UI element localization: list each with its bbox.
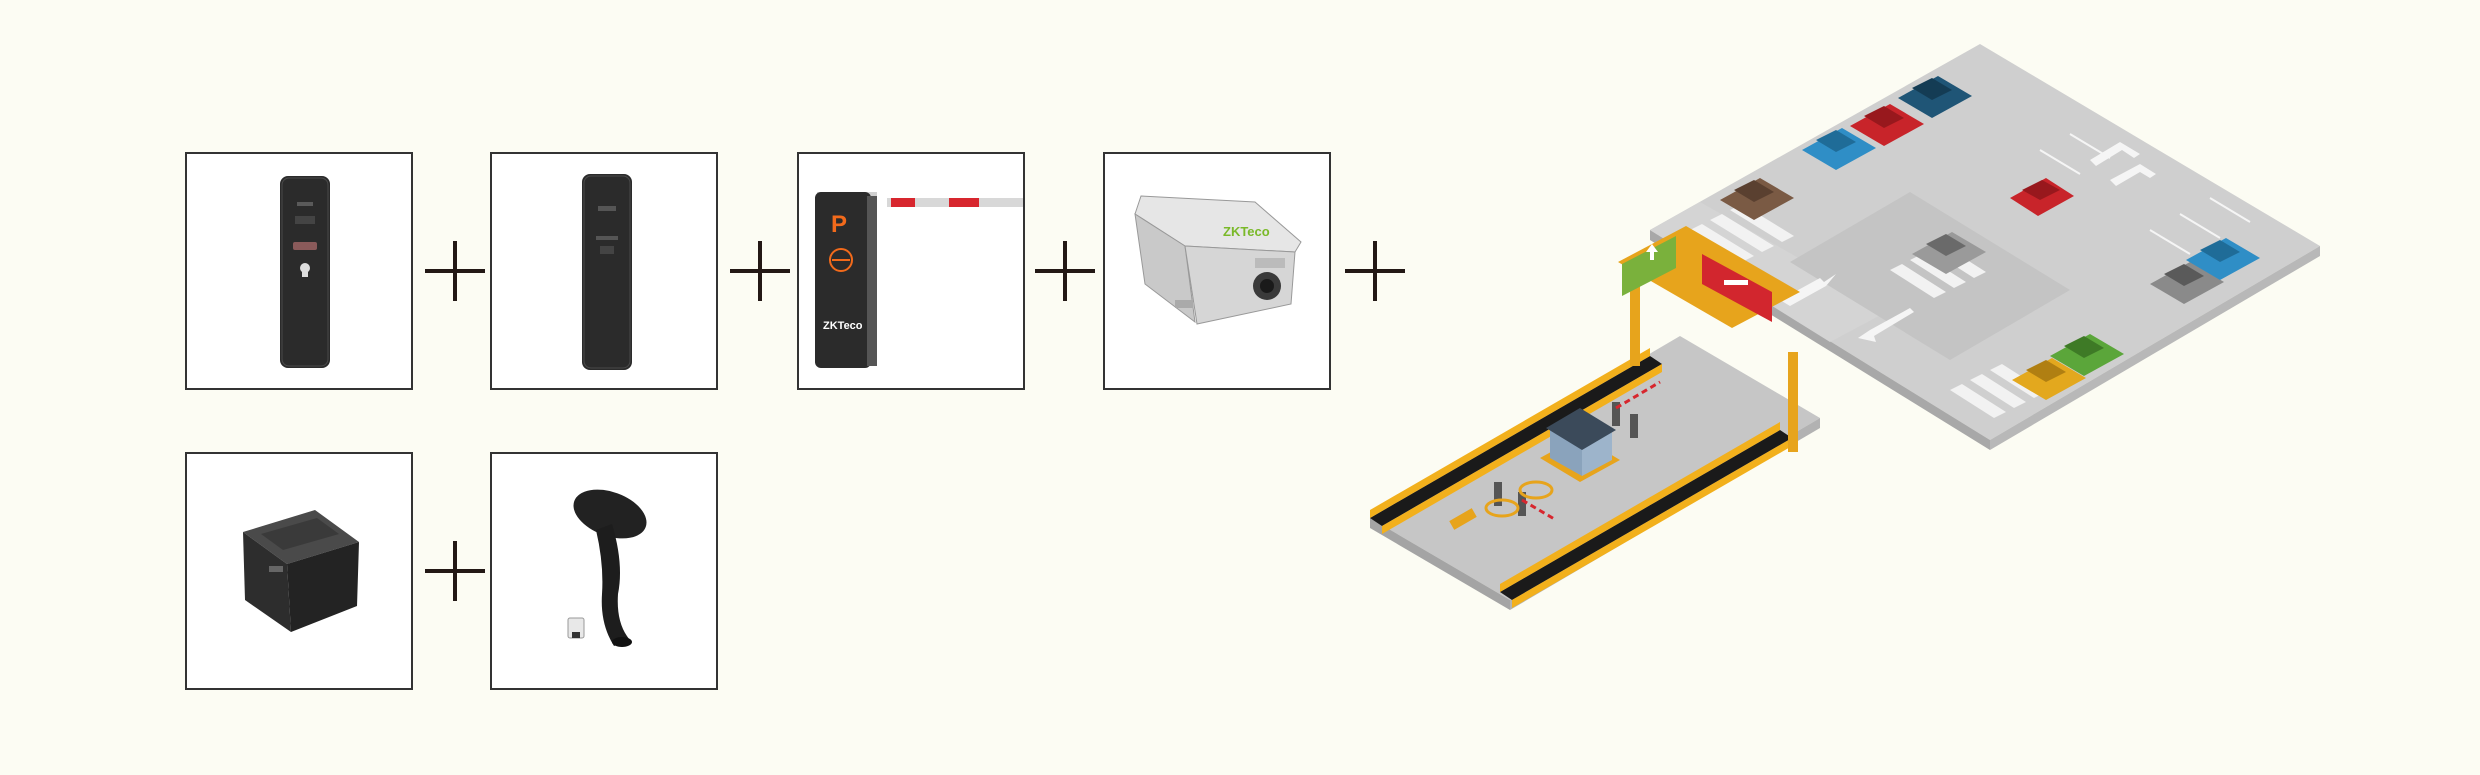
hazard-barrier-left (1370, 348, 1662, 534)
plus-sign (1345, 241, 1405, 301)
gate-letter: P (831, 211, 847, 238)
road-barriers (1449, 380, 1661, 530)
plus-sign (730, 241, 790, 301)
cars (1720, 76, 2260, 400)
car (1802, 128, 1876, 170)
device-tile-barrier-gate: P ZKTeco (797, 152, 1025, 390)
car (1850, 104, 1924, 146)
car (1720, 178, 1794, 220)
device-tile-barcode-scanner (490, 452, 718, 690)
car (2150, 262, 2224, 304)
device-tile-ticket-printer (185, 452, 413, 690)
scanner-icon (567, 489, 647, 647)
lane-arrow (1780, 142, 2156, 342)
device-tile-reader-pillar-2 (490, 152, 718, 390)
car (2012, 358, 2086, 400)
parking-lot-isometric-illustration (1370, 44, 2320, 610)
printer-icon (243, 510, 359, 632)
car (2186, 238, 2260, 280)
car (2010, 178, 2074, 216)
car (2050, 334, 2124, 376)
car (1898, 76, 1972, 118)
entry-sign (1622, 236, 1676, 296)
device-tile-reader-pillar-1 (185, 152, 413, 390)
plus-sign (1035, 241, 1095, 301)
gate-logo: ZKTeco (823, 320, 863, 332)
car (1912, 232, 1986, 274)
device-tile-lpr-camera: ZKTeco (1103, 152, 1331, 390)
reader-pillar-icon (582, 174, 632, 370)
plus-sign (425, 241, 485, 301)
toll-booth (1540, 408, 1620, 482)
camera-housing-icon: ZKTeco (1134, 195, 1302, 325)
entrance-gantry (1618, 226, 1800, 452)
plus-sign (425, 541, 485, 601)
hazard-barrier-right (1500, 422, 1792, 608)
barrier-gate-icon: P ZKTeco (815, 192, 1023, 368)
no-entry-sign (1702, 254, 1772, 322)
camera-logo: ZKTeco (1223, 224, 1270, 239)
reader-pillar-icon (280, 176, 330, 368)
